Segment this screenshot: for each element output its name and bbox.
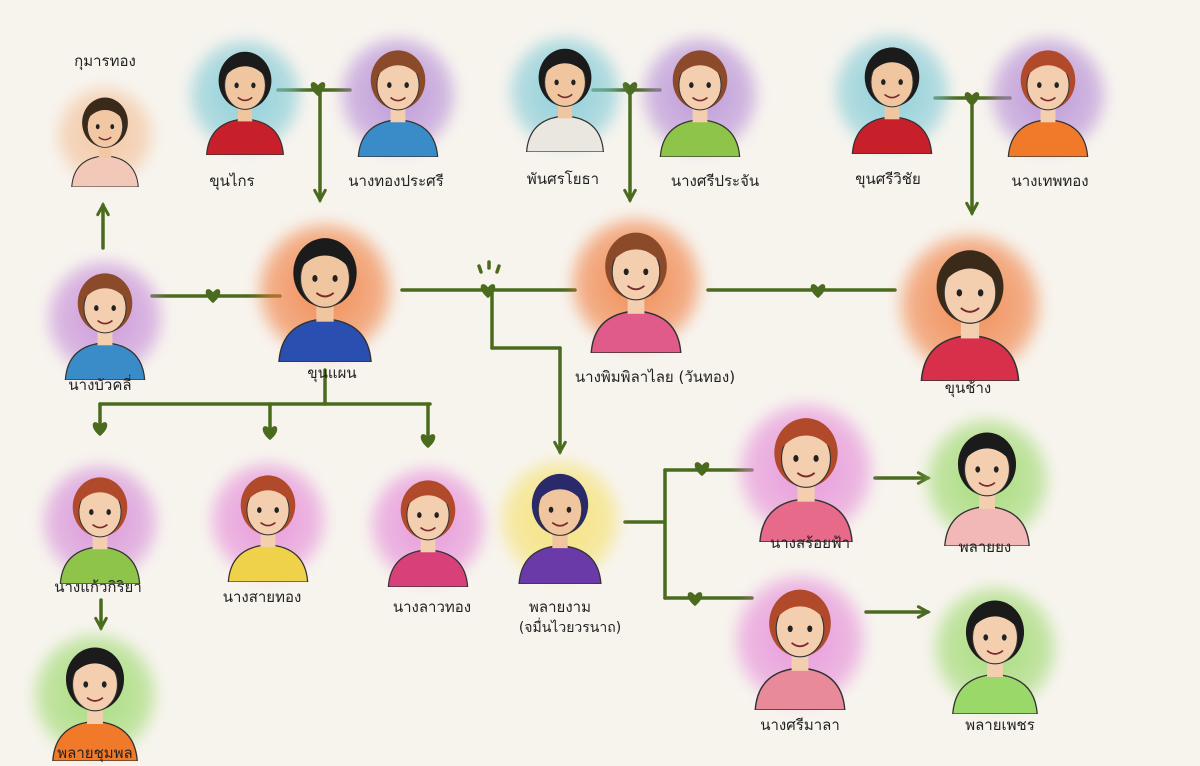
arrow-head-icon <box>965 201 979 217</box>
name-label-srimala: นางศรีมาลา <box>760 716 840 734</box>
person-phlaichumphon <box>29 629 161 761</box>
name-label-khunphaen: ขุนแผน <box>307 364 357 382</box>
name-label-khunkrai: ขุนไกร <box>209 172 255 190</box>
name-label-wanthong: นางพิมพิลาไลย (วันทอง) <box>574 368 736 386</box>
name-label-soifa: นางสร้อยฟ้า <box>769 534 851 552</box>
portrait-icon <box>920 250 1020 381</box>
name-label-phlaingam: พลายงาม <box>529 598 591 616</box>
person-buakhli <box>43 256 167 380</box>
portrait-icon <box>944 432 1030 546</box>
heart-icon <box>687 592 703 607</box>
name-label-phansonyotha: พันศรโยธา <box>526 170 600 188</box>
person-phlaingam <box>496 456 624 584</box>
person-thongprasri <box>336 33 460 157</box>
person-kaewkiriya <box>38 460 162 584</box>
person-kumarnthong <box>53 83 157 187</box>
portrait-icon <box>1007 50 1089 157</box>
portrait-icon <box>754 589 846 710</box>
heart-icon <box>262 426 278 441</box>
name-label-phlaiphet: พลายเพชร <box>965 716 1035 734</box>
heart-icon <box>310 82 326 97</box>
portrait-icon <box>952 600 1038 714</box>
portrait-icon <box>590 232 682 353</box>
portrait-icon <box>59 477 141 584</box>
connector-line <box>477 264 483 274</box>
arrow-head-icon <box>916 605 932 619</box>
portrait-icon <box>525 48 605 152</box>
subname-label-phlaingam: (จมื่นไวยวรนาถ) <box>518 620 622 636</box>
heart-icon <box>205 289 221 304</box>
portrait-icon <box>851 47 933 154</box>
heart-icon <box>92 422 108 437</box>
name-label-laothong: นางลาวทอง <box>392 598 472 616</box>
person-khunsriwichai <box>830 30 954 154</box>
name-label-phlaichumphon: พลายชุมพล <box>57 744 133 762</box>
portrait-icon <box>52 647 138 761</box>
arrow-head-icon <box>553 440 567 456</box>
name-label-phlaiyong: พลายยง <box>958 538 1012 556</box>
person-phlaiyong <box>921 414 1053 546</box>
name-label-khunchang: ขุนช้าง <box>944 379 992 397</box>
person-khunkrai <box>185 35 305 155</box>
name-label-sriprachan: นางศรีประจัน <box>670 172 760 190</box>
person-wanthong <box>566 213 706 353</box>
name-label-kumarnthong: กุมารทอง <box>74 52 136 70</box>
portrait-icon <box>71 97 139 187</box>
portrait-icon <box>659 50 741 157</box>
heart-icon <box>694 462 710 477</box>
name-label-khunsriwichai: ขุนศรีวิชัย <box>855 170 921 188</box>
name-label-saithong: นางสายทอง <box>222 588 302 606</box>
portrait-icon <box>227 475 309 582</box>
arrow-head-icon <box>96 201 110 217</box>
name-label-buakhli: นางบัวคลี่ <box>68 376 132 394</box>
person-khunphaen <box>253 218 397 362</box>
portrait-icon <box>357 50 439 157</box>
arrow-head-icon <box>623 188 637 204</box>
arrow-head-icon <box>94 616 108 632</box>
portrait-icon <box>64 273 146 380</box>
person-khunchang <box>894 229 1046 381</box>
portrait-icon <box>205 51 285 155</box>
person-saithong <box>206 458 330 582</box>
connector-line <box>495 264 501 274</box>
person-thepthong <box>986 33 1110 157</box>
person-soifa <box>734 398 878 542</box>
name-label-kaewkiriya: นางแก้วกิริยา <box>54 578 142 596</box>
portrait-icon <box>278 238 372 362</box>
name-label-thepthong: นางเทพทอง <box>1011 172 1089 190</box>
portrait-icon <box>759 418 853 542</box>
person-phlaiphet <box>929 582 1061 714</box>
person-laothong <box>366 463 490 587</box>
heart-icon <box>810 284 826 299</box>
person-sriprachan <box>638 33 762 157</box>
portrait-icon <box>518 473 602 584</box>
person-phansonyotha <box>505 32 625 152</box>
person-srimala <box>730 570 870 710</box>
name-label-thongprasri: นางทองประศรี <box>348 172 444 190</box>
arrow-head-icon <box>313 188 327 204</box>
portrait-icon <box>387 480 469 587</box>
heart-icon <box>420 434 436 449</box>
